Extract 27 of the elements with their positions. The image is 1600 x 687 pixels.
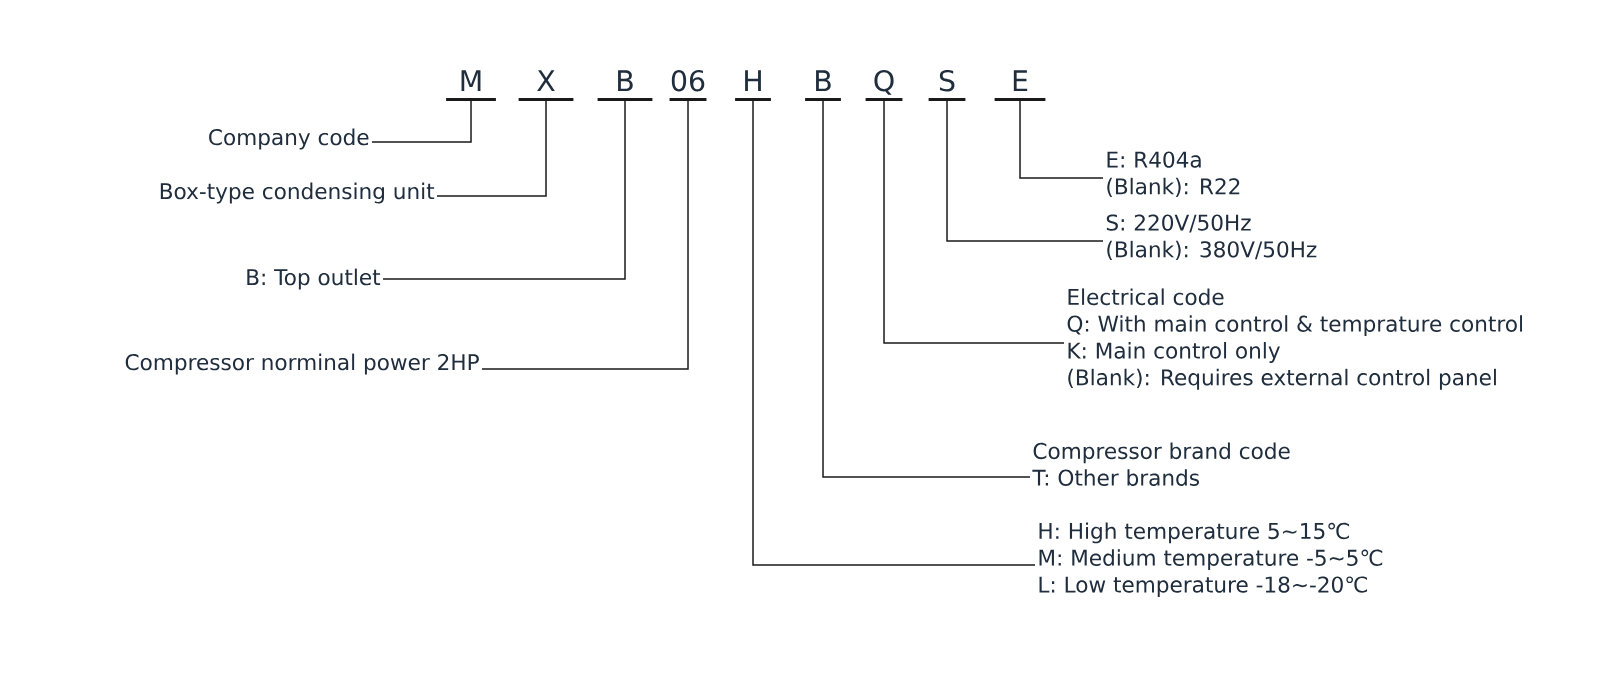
underlined-code-letter: H: [735, 70, 771, 101]
leader-line: [946, 98, 1104, 242]
underlined-code-letter: Q: [865, 69, 903, 101]
description-text: Box-type condensing unit: [160, 182, 435, 204]
underlined-code-letter: B: [597, 70, 653, 101]
leader-line: [382, 98, 626, 280]
leader-line: [1019, 98, 1104, 179]
description-text: E: R404a (Blank): R22: [1107, 151, 1240, 198]
leader-line: [481, 98, 689, 370]
leader-line: [822, 98, 1031, 478]
underlined-code-letter: B: [805, 70, 841, 101]
description-text: B: Top outlet: [247, 268, 381, 290]
leader-line: [883, 98, 1065, 344]
description-text: H: High temperature 5~15℃ M: Medium temperature -5~5℃ L: Low temperature -18~-20℃: [1039, 522, 1383, 597]
description-text: Compressor norminal power 2HP: [125, 353, 479, 375]
description-text: S: 220V/50Hz (Blank): 380V/50Hz: [1106, 214, 1317, 261]
underlined-code-letter: M: [446, 70, 496, 101]
description-text: Electrical code Q: With main control & temprature control K: Main control only (Blank): Requires external control panel: [1067, 288, 1522, 390]
underlined-code-letter: S: [928, 69, 966, 101]
leader-line: [752, 98, 1036, 566]
underlined-code-letter: 06: [669, 69, 707, 101]
description-text: Company code: [209, 128, 369, 150]
underlined-code-letter: E: [994, 70, 1046, 101]
underlined-code-letter: X: [518, 70, 574, 101]
leader-line: [371, 98, 472, 143]
description-text: Compressor brand code T: Other brands: [1032, 442, 1290, 486]
leader-line: [436, 98, 547, 197]
